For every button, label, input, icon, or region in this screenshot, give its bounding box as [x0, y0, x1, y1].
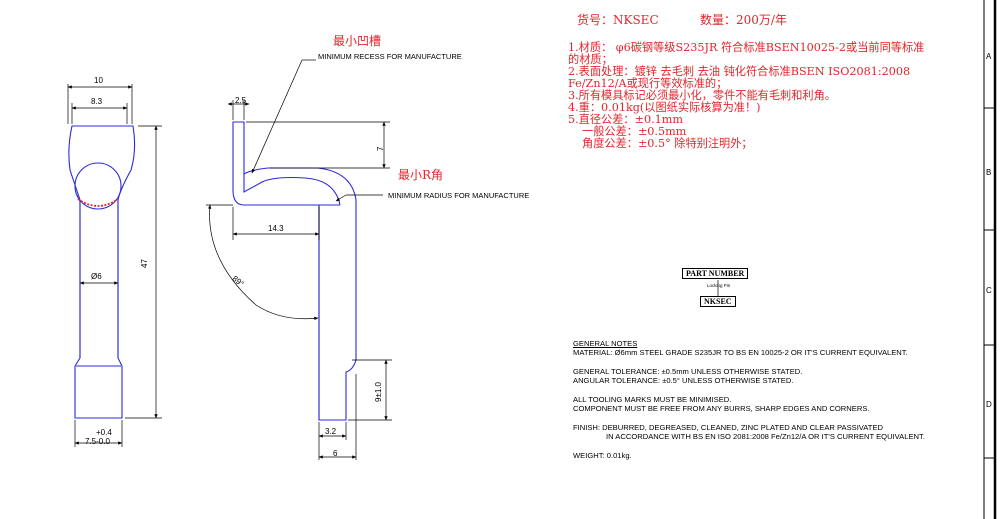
dim-inner-width: 8.3	[91, 97, 103, 106]
part-number-sub: Locking Pin	[707, 283, 731, 288]
header-quantity: 数量：200万/年	[700, 13, 787, 27]
requirement-line: 一般公差：±0.5mm	[582, 125, 687, 138]
part-number-title: PART NUMBER	[682, 268, 749, 279]
recess-label-cn: 最小凹槽	[333, 34, 382, 48]
dim-foot-width: 6	[333, 449, 338, 458]
zone-letter-b: B	[986, 168, 992, 177]
dim-tol: +0.4	[96, 428, 112, 437]
side-view-dimensions	[206, 100, 392, 460]
dim-bottom-width: 7.5-0.0	[85, 437, 110, 446]
zone-letter-a: A	[986, 52, 992, 61]
zone-letter-d: D	[986, 400, 992, 409]
note-finish: FINISH: DEBURRED, DEGREASED, CLEANED, ZI…	[573, 423, 883, 432]
front-view-pin	[68, 125, 136, 419]
requirements-list: 1.材质： φ6碳钢等级S235JR 符合标准BSEN10025-2或当前同等标…	[568, 42, 924, 150]
header-part-no: 货号：NKSEC	[577, 13, 659, 27]
requirement-line: 3.所有模具标记必须最小化，零件不能有毛刺和利角。	[568, 89, 836, 102]
note-burrs: COMPONENT MUST BE FREE FROM ANY BURRS, S…	[573, 404, 870, 413]
front-view-dimensions	[67, 84, 162, 447]
drawing-frame	[983, 0, 997, 519]
note-angular-tolerance: ANGULAR TOLERANCE: ±0.5° UNLESS OTHERWIS…	[573, 376, 794, 385]
part-number-value: NKSEC	[700, 296, 736, 307]
requirement-line: 2.表面处理：镀锌 去毛刺 去油 钝化符合标准BSEN ISO2081:2008	[568, 65, 911, 78]
note-finish-standard: IN ACCORDANCE WITH BS EN ISO 2081:2008 F…	[606, 432, 925, 441]
dim-foot-height: 9±1.0	[374, 382, 383, 402]
requirement-line: Fe/Zn12/A或现行等效标准的；	[568, 77, 728, 90]
note-tooling: ALL TOOLING MARKS MUST BE MINIMISED.	[573, 395, 732, 404]
note-material: MATERIAL: Ø6mm STEEL GRADE S235JR TO BS …	[573, 348, 908, 357]
dim-diameter: Ø6	[91, 272, 102, 281]
zone-letter-c: C	[986, 286, 992, 295]
general-notes-heading: GENERAL NOTES	[573, 339, 638, 348]
requirement-line: 4.重：0.01kg(以图纸实际核算为准！)	[568, 101, 761, 114]
requirement-line: 1.材质： φ6碳钢等级S235JR 符合标准BSEN10025-2或当前同等标…	[568, 41, 925, 54]
side-view-hook	[232, 121, 357, 421]
note-general-tolerance: GENERAL TOLERANCE: ±0.5mm UNLESS OTHERWI…	[573, 367, 803, 376]
requirement-line: 5.直径公差：±0.1mm	[568, 113, 683, 126]
dim-hook-gap: 2.5	[235, 96, 247, 105]
recess-arc	[77, 198, 119, 207]
recess-label-en: MINIMUM RECESS FOR MANUFACTURE	[318, 52, 462, 61]
dim-foot-inner: 3.2	[325, 427, 337, 436]
dim-hook-height: 7	[376, 146, 385, 151]
dim-top-width: 10	[94, 76, 103, 85]
dim-length: 47	[140, 259, 149, 268]
requirement-line: 角度公差：±0.5° 除特别注明外；	[582, 137, 753, 150]
radius-label-cn: 最小R角	[398, 168, 444, 182]
dim-arm-length: 14.3	[268, 224, 284, 233]
callout-leaders	[251, 59, 383, 202]
radius-label-en: MINIMUM RADIUS FOR MANUFACTURE	[388, 191, 530, 200]
general-notes: GENERAL NOTES MATERIAL: Ø6mm STEEL GRADE…	[573, 339, 925, 460]
requirement-line: 的材质；	[568, 53, 613, 66]
note-weight: WEIGHT: 0.01kg.	[573, 451, 632, 460]
pin-outline	[68, 125, 136, 419]
